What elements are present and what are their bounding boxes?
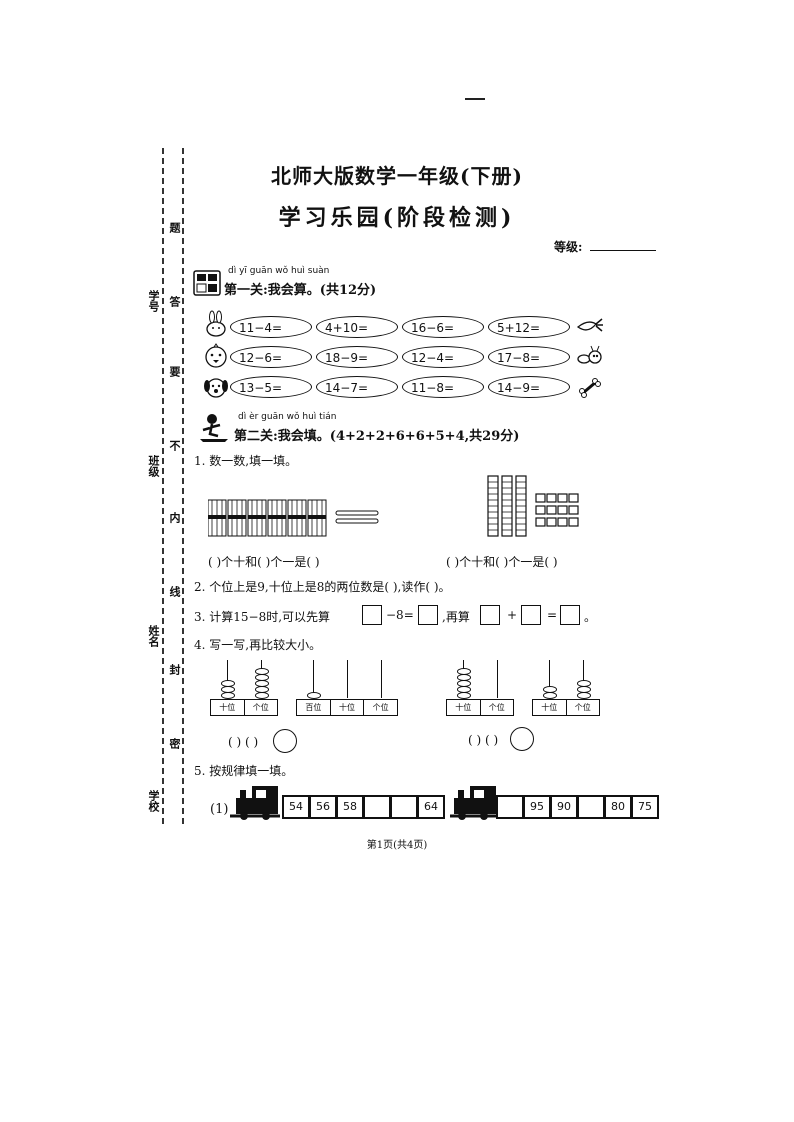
calc-problem[interactable]: 5+12= <box>488 316 570 338</box>
compare-circle-right[interactable] <box>510 727 534 751</box>
calculator-icon <box>193 270 221 296</box>
train-car[interactable]: 56 <box>309 795 337 819</box>
train-car[interactable] <box>363 795 391 819</box>
grade-blank[interactable] <box>590 250 656 251</box>
grade-label: 等级: <box>554 240 583 254</box>
calc-problem[interactable]: 11−4= <box>230 316 312 338</box>
train-car[interactable]: 95 <box>523 795 551 819</box>
train-car[interactable]: 75 <box>631 795 659 819</box>
seal-text-7: 封 <box>168 664 181 675</box>
calc-problem[interactable]: 13−5= <box>230 376 312 398</box>
scan-mark <box>465 98 485 100</box>
answer-box[interactable] <box>418 605 438 625</box>
seal-text-1: 题 <box>168 222 181 233</box>
seal-text-3: 要 <box>168 366 181 377</box>
place-label: 个位 <box>372 703 389 712</box>
place-label: 个位 <box>252 703 269 712</box>
seal-text-6: 线 <box>168 586 181 597</box>
skater-icon <box>200 414 228 442</box>
binding-line-right <box>182 148 184 824</box>
calc-problem[interactable]: 4+10= <box>316 316 398 338</box>
compare-left-blanks[interactable]: ( ) ( ) <box>228 735 259 749</box>
seal-text-4: 不 <box>168 440 181 451</box>
compare-circle-left[interactable] <box>273 729 297 753</box>
section2-pinyin: dì èr guān wǒ huì tián <box>238 412 337 422</box>
train-car[interactable] <box>390 795 418 819</box>
sidebar-label-school: 学校 <box>147 790 160 812</box>
calc-problem[interactable]: 11−8= <box>402 376 484 398</box>
place-label: 十位 <box>331 700 365 715</box>
place-label: 百位 <box>297 700 331 715</box>
question-3-then: ,再算 <box>442 610 470 624</box>
stick-bundles-illustration <box>208 499 379 537</box>
bug-icon <box>577 345 602 364</box>
calc-problem[interactable]: 18−9= <box>316 346 398 368</box>
answer-box[interactable] <box>480 605 500 625</box>
train-car[interactable]: 58 <box>336 795 364 819</box>
calc-problem[interactable]: 16−6= <box>402 316 484 338</box>
section1-title: 第一关:我会算。(共12分) <box>224 283 377 298</box>
question-3-equals: = <box>547 608 558 622</box>
calc-problem[interactable]: 17−8= <box>488 346 570 368</box>
place-label: 十位 <box>211 700 245 715</box>
seal-text-8: 密 <box>168 738 181 749</box>
question-1-right-fill[interactable]: ( )个十和( )个一是( ) <box>446 555 558 569</box>
section1-pinyin: dì yī guān wǒ huì suàn <box>228 266 330 276</box>
question-2[interactable]: 2. 个位上是9,十位上是8的两位数是( ),读作( )。 <box>194 580 451 594</box>
calc-problem[interactable]: 14−7= <box>316 376 398 398</box>
train-car[interactable]: 90 <box>550 795 578 819</box>
binding-line-left <box>162 148 164 824</box>
chick-icon <box>205 343 227 368</box>
place-label: 十位 <box>533 700 567 715</box>
calc-problem[interactable]: 12−6= <box>230 346 312 368</box>
question-4-title: 4. 写一写,再比较大小。 <box>194 638 322 652</box>
question-1-title: 1. 数一数,填一填。 <box>194 454 298 468</box>
train-car[interactable] <box>496 795 524 819</box>
place-label: 十位 <box>447 700 481 715</box>
question-5-1-label: (1) <box>210 802 229 817</box>
place-label: 个位 <box>488 703 505 712</box>
sidebar-label-student-id: 学号 <box>147 290 160 312</box>
puppy-icon <box>204 378 228 398</box>
calc-problem[interactable]: 12−4= <box>402 346 484 368</box>
question-3-plus: + <box>507 608 518 622</box>
compare-right-blanks[interactable]: ( ) ( ) <box>468 733 499 747</box>
question-5-title: 5. 按规律填一填。 <box>194 764 294 778</box>
seal-text-2: 答 <box>168 296 181 307</box>
question-1-left-fill[interactable]: ( )个十和( )个一是( ) <box>208 555 320 569</box>
calc-problem[interactable]: 14−9= <box>488 376 570 398</box>
answer-box[interactable] <box>521 605 541 625</box>
bone-icon <box>579 378 601 398</box>
place-label: 个位 <box>574 703 591 712</box>
train-car[interactable]: 54 <box>282 795 310 819</box>
section2-title: 第二关:我会填。(4+2+2+6+6+5+4,共29分) <box>234 429 520 444</box>
sidebar-label-class: 班级 <box>147 455 160 477</box>
page-title: 北师大版数学一年级(下册) <box>271 164 523 188</box>
base-ten-blocks-illustration <box>487 475 579 537</box>
seal-text-5: 内 <box>168 512 181 523</box>
train-car[interactable]: 64 <box>417 795 445 819</box>
question-3-end: 。 <box>584 610 597 624</box>
answer-box[interactable] <box>560 605 580 625</box>
train-car[interactable]: 80 <box>604 795 632 819</box>
rabbit-icon <box>206 310 226 337</box>
answer-box[interactable] <box>362 605 382 625</box>
page-footer: 第1页(共4页) <box>366 840 428 851</box>
question-3-prefix: 3. 计算15−8时,可以先算 <box>194 610 331 624</box>
sidebar-label-name: 姓名 <box>147 625 160 647</box>
train-engine-icon <box>450 786 498 820</box>
carrot-icon <box>576 318 603 332</box>
train-car[interactable] <box>577 795 605 819</box>
train-engine-icon <box>230 786 280 820</box>
page-subtitle: 学习乐园(阶段检测) <box>278 205 516 231</box>
question-3-minus: −8= <box>386 608 414 622</box>
